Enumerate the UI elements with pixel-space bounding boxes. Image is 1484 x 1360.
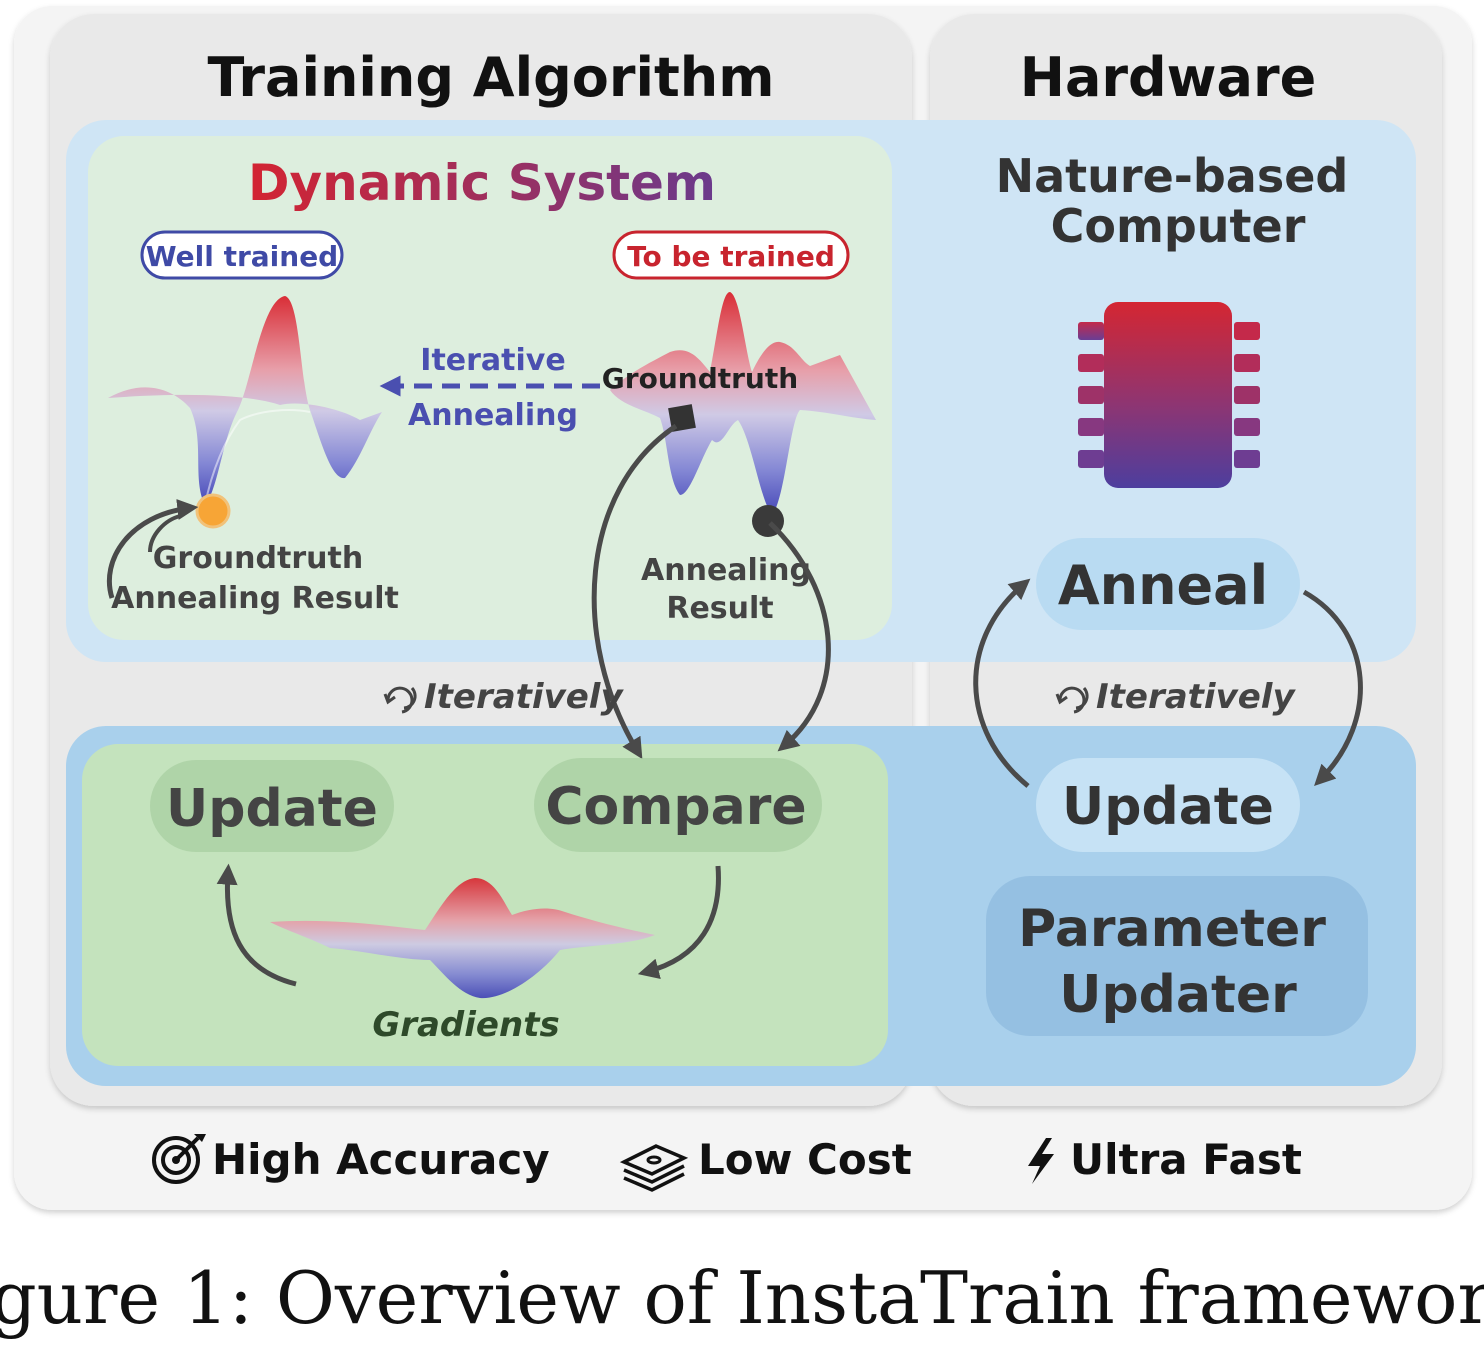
to-be-trained-landscape	[610, 292, 876, 515]
right-result-line1: Annealing	[641, 553, 811, 588]
left-result-arrow	[106, 499, 199, 599]
anneal-pill	[1036, 538, 1300, 630]
well-trained-badge	[140, 230, 344, 280]
compare-label: Compare	[545, 777, 806, 837]
parameter-updater-box	[986, 876, 1368, 1036]
hardware-title: Hardware	[1020, 46, 1317, 109]
result-to-compare-arrow	[768, 521, 831, 752]
left-result-arrow-inner	[148, 514, 181, 553]
hardware-update-label: Update	[1062, 777, 1274, 837]
low-cost-label: Low Cost	[698, 1135, 912, 1184]
figure-caption: Figure 1: Overview of InstaTrain framewo…	[0, 1256, 1484, 1340]
anneal-label: Anneal	[1058, 554, 1268, 617]
ultra-fast-label: Ultra Fast	[1070, 1135, 1302, 1184]
left-result-line1: Groundtruth	[153, 541, 363, 576]
annealing-label: Annealing	[408, 398, 578, 433]
high-accuracy-label: High Accuracy	[212, 1135, 550, 1184]
parameter-updater-line2: Updater	[1059, 965, 1297, 1025]
anneal-to-update-arrow	[1302, 589, 1363, 786]
training-algorithm-title: Training Algorithm	[207, 46, 774, 109]
to-be-trained-label: To be trained	[627, 240, 835, 273]
iteratively-right-label: Iteratively	[1096, 677, 1296, 717]
compare-to-gradients-arrow	[637, 865, 721, 979]
loop-icon-right	[1055, 686, 1089, 714]
dynamic-system-title: Dynamic System	[248, 154, 716, 212]
hardware-update-pill	[1036, 758, 1300, 852]
target-icon	[152, 1134, 206, 1184]
nature-based-line1: Nature-based	[996, 149, 1349, 203]
gradients-to-update-arrow	[216, 863, 297, 987]
loop-icon-left	[383, 686, 417, 714]
nature-based-line2: Computer	[1051, 199, 1306, 253]
left-result-line2: Annealing Result	[111, 581, 399, 616]
iterative-label: Iterative	[420, 343, 565, 378]
gradients-label: Gradients	[372, 1005, 559, 1045]
to-be-trained-badge	[612, 230, 850, 280]
update-pill	[150, 760, 394, 852]
chip-icon	[1078, 302, 1260, 488]
well-trained-label: Well trained	[146, 240, 338, 273]
money-icon	[619, 1144, 689, 1192]
update-to-anneal-arrow	[973, 578, 1031, 788]
groundtruth-label: Groundtruth	[602, 362, 798, 395]
gradients-landscape	[270, 878, 655, 999]
compare-pill	[534, 758, 822, 852]
parameter-updater-line1: Parameter	[1018, 899, 1326, 959]
right-result-line2: Result	[666, 591, 773, 626]
iteratively-left-label: Iteratively	[424, 677, 624, 717]
groundtruth-ball	[195, 493, 231, 529]
lightning-icon	[1028, 1138, 1054, 1184]
update-label: Update	[166, 779, 378, 839]
well-trained-landscape	[108, 296, 382, 506]
groundtruth-to-compare-arrow	[591, 423, 678, 760]
